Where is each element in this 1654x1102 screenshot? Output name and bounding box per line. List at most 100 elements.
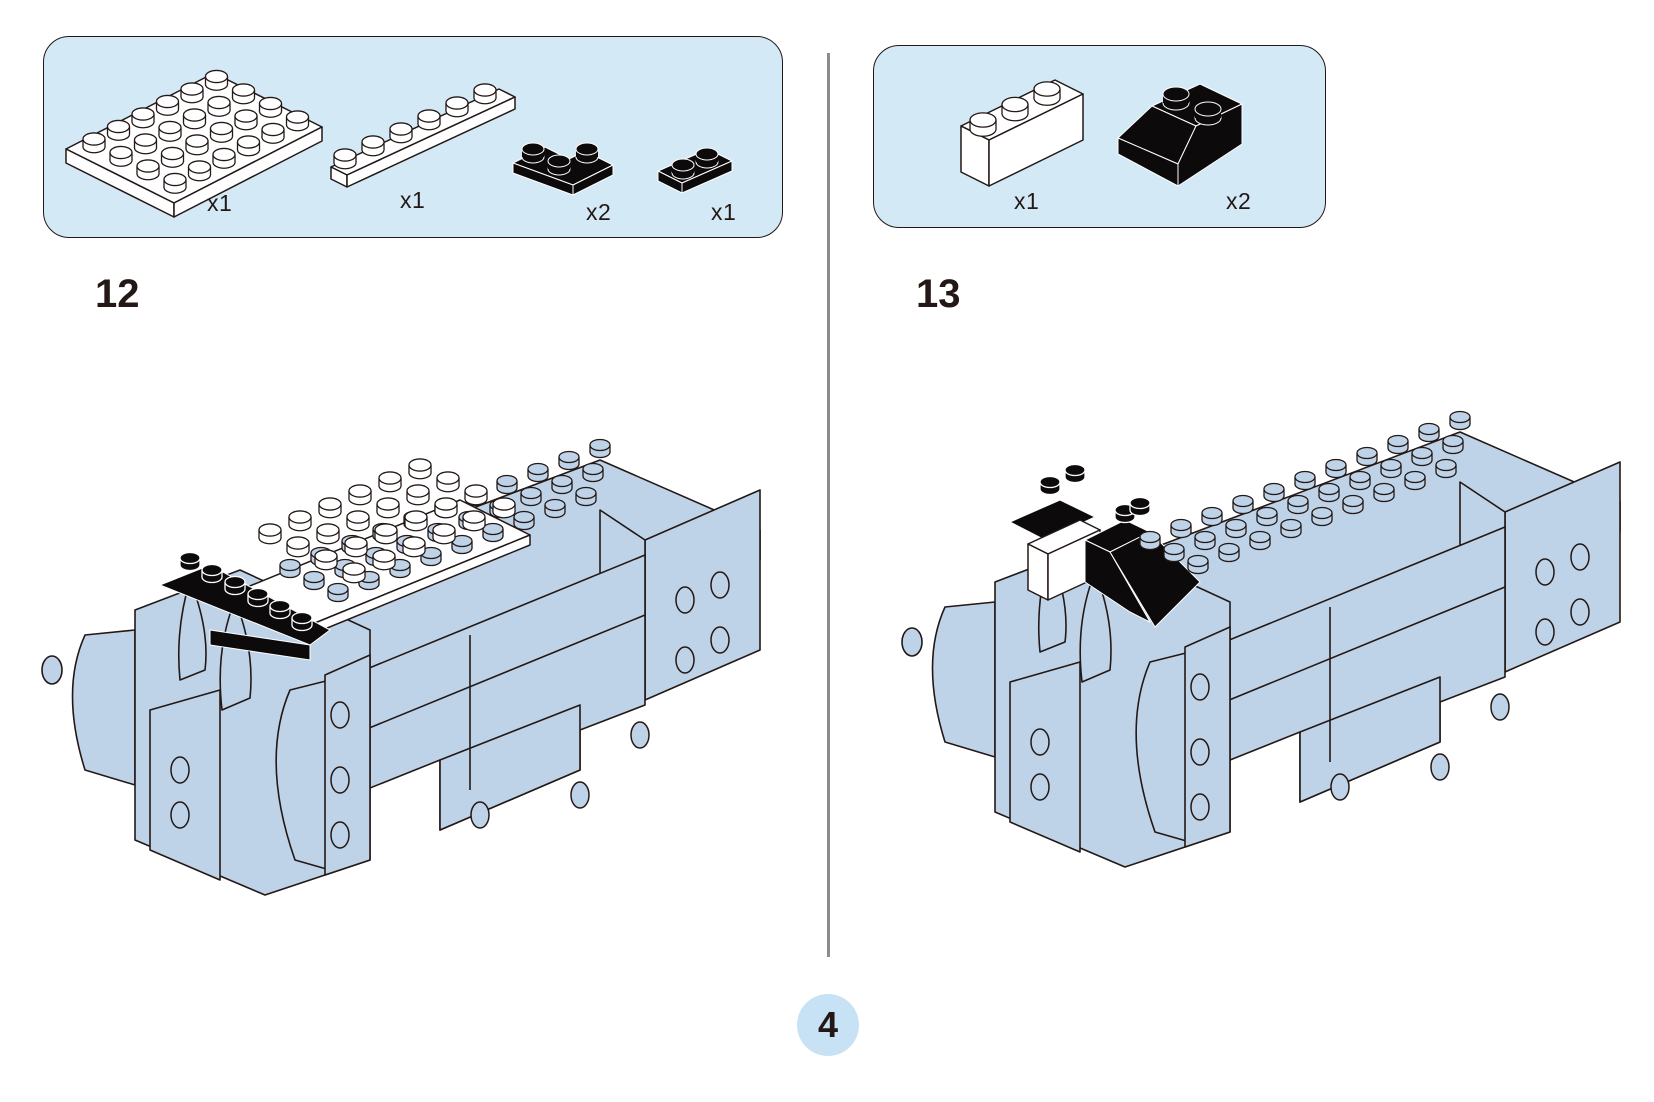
pin-hole-icon xyxy=(1490,693,1510,721)
stud-icon xyxy=(179,551,201,572)
pin-hole-icon xyxy=(630,721,650,749)
page-number: 4 xyxy=(817,1004,839,1045)
stud-icon xyxy=(451,534,473,555)
stud-icon xyxy=(279,558,301,579)
pin-hole-icon xyxy=(1190,793,1210,821)
stud-icon xyxy=(1380,458,1402,479)
stud-icon xyxy=(316,523,340,545)
pin-hole-icon xyxy=(330,821,350,849)
part-quantity: x2 xyxy=(586,199,612,225)
stud-icon xyxy=(969,112,997,137)
stud-icon xyxy=(258,96,283,118)
step-number: 12 xyxy=(95,272,140,316)
stud-icon xyxy=(155,94,180,116)
stud-icon xyxy=(187,160,212,182)
pin-hole-icon xyxy=(330,766,350,794)
stud-icon xyxy=(1311,506,1333,527)
stud-icon xyxy=(1418,422,1440,443)
pin-hole-icon xyxy=(1030,773,1050,801)
stud-icon xyxy=(374,523,398,545)
stud-icon xyxy=(231,83,256,105)
stud-icon xyxy=(434,497,458,519)
pin-hole-icon xyxy=(170,801,190,829)
stud-icon xyxy=(303,570,325,591)
stud-icon xyxy=(109,145,133,167)
stud-icon xyxy=(247,587,269,608)
pin-hole-icon xyxy=(570,781,590,809)
stud-icon xyxy=(402,536,426,558)
stud-icon xyxy=(361,135,385,157)
part-slope-2x2-black-icon xyxy=(1117,83,1243,187)
stud-icon xyxy=(1318,482,1340,503)
pin-hole-icon xyxy=(1430,753,1450,781)
stud-icon xyxy=(1039,475,1061,496)
stud-icon xyxy=(180,82,204,104)
stud-icon xyxy=(1387,434,1409,455)
stud-icon xyxy=(376,497,400,519)
stud-icon xyxy=(291,611,313,632)
stud-icon xyxy=(582,462,604,483)
stud-icon xyxy=(209,121,234,143)
stud-icon xyxy=(342,562,366,584)
stud-icon xyxy=(333,148,357,170)
stud-icon xyxy=(131,107,155,129)
stud-icon xyxy=(513,510,535,531)
stud-icon xyxy=(378,471,402,493)
stud-icon xyxy=(207,95,231,117)
stud-icon xyxy=(344,536,368,558)
part-quantity: x1 xyxy=(207,190,233,216)
stud-icon xyxy=(445,96,469,118)
part-plate-1x6-white-icon xyxy=(330,83,516,188)
pin-hole-icon xyxy=(675,646,695,674)
stud-icon xyxy=(346,510,370,532)
stud-icon xyxy=(372,549,396,571)
assembly-model-step-13 xyxy=(901,410,1621,868)
stud-icon xyxy=(1114,503,1136,524)
stud-icon xyxy=(436,471,460,493)
stud-icon xyxy=(1249,530,1271,551)
stud-icon xyxy=(1356,446,1378,467)
stud-icon xyxy=(1404,470,1426,491)
stud-icon xyxy=(432,523,456,545)
stud-icon xyxy=(224,575,246,596)
stud-icon xyxy=(236,135,261,157)
parts-panel-step-13: x1 x2 xyxy=(873,45,1326,228)
stud-icon xyxy=(1411,446,1433,467)
stud-icon xyxy=(389,122,413,144)
stud-icon xyxy=(348,484,372,506)
stud-icon xyxy=(1187,554,1209,575)
stud-icon xyxy=(212,147,236,169)
stud-icon xyxy=(492,497,516,519)
stud-icon xyxy=(1225,518,1247,539)
stud-icon xyxy=(520,486,542,507)
stud-icon xyxy=(185,134,209,156)
stud-icon xyxy=(1001,96,1029,122)
stud-icon xyxy=(288,510,312,532)
pin-hole-icon xyxy=(1190,738,1210,766)
pin-hole-icon xyxy=(1330,773,1350,801)
stud-icon xyxy=(258,523,282,545)
parts-panel-step-12: x1 x1 x2 x1 xyxy=(43,36,783,238)
stud-icon xyxy=(318,497,342,519)
stud-icon xyxy=(82,132,106,154)
stud-icon xyxy=(558,450,580,471)
pin-hole-icon xyxy=(330,701,350,729)
stud-icon xyxy=(1280,518,1302,539)
part-quantity: x1 xyxy=(711,199,737,225)
pin-hole-icon xyxy=(710,626,730,654)
pin-hole-icon xyxy=(1190,673,1210,701)
stud-icon xyxy=(1442,434,1464,455)
part-plate-1x2-black-icon xyxy=(657,147,733,194)
step-number: 13 xyxy=(916,272,961,316)
stud-icon xyxy=(1218,542,1240,563)
stud-icon xyxy=(417,109,441,131)
stud-icon xyxy=(482,522,504,543)
pin-hole-icon xyxy=(710,571,730,599)
pin-hole-icon xyxy=(1570,598,1590,626)
stud-icon xyxy=(1033,81,1061,106)
stud-icon xyxy=(1342,494,1364,515)
stud-icon xyxy=(201,563,223,584)
stud-icon xyxy=(1435,458,1457,479)
pin-hole-icon xyxy=(1030,728,1050,756)
stud-icon xyxy=(1194,530,1216,551)
